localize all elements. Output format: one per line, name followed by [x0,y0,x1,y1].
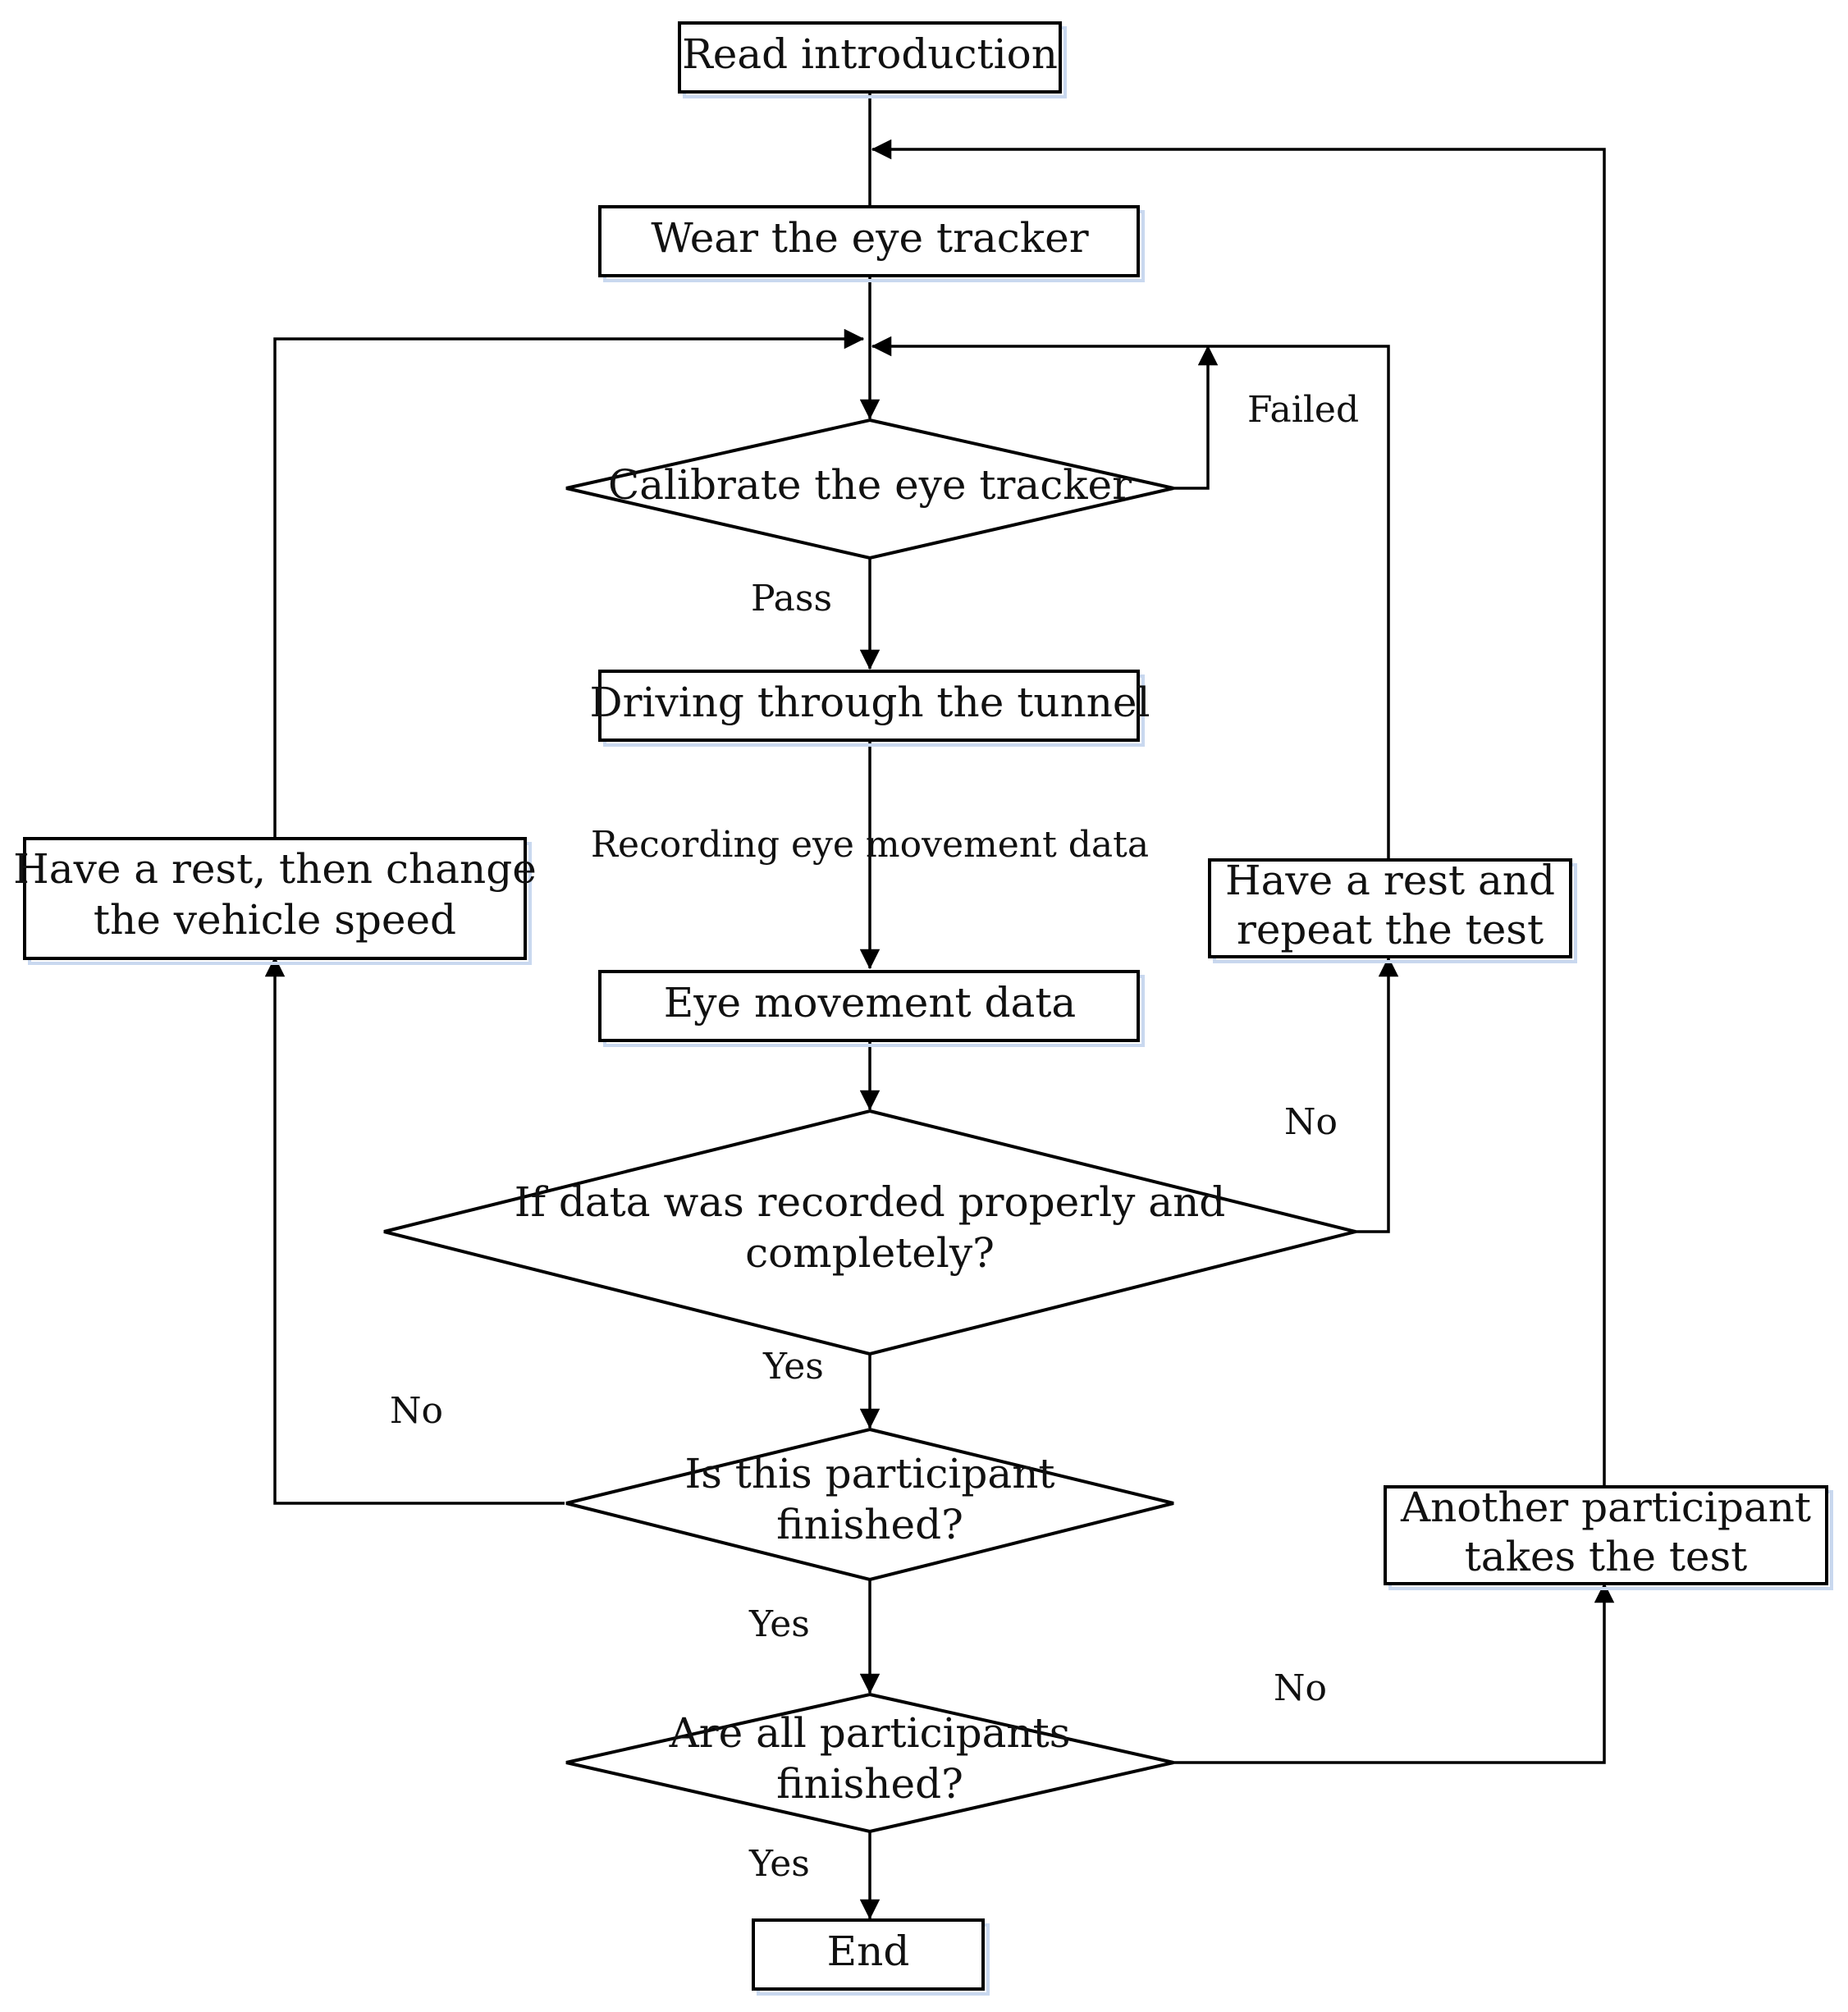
edge-labels: Failed Pass Recording eye movement data … [390,389,1359,1885]
edges [264,94,1615,1920]
edge-calibrate-failed [1173,345,1219,490]
edge-participant-no [264,956,565,1505]
label-pass: Pass [751,578,832,620]
node-eye-movement-data: Eye movement data [598,970,1145,1047]
node-driving-through-tunnel: Driving through the tunnel [590,670,1150,747]
node-calibrate-eye-tracker: Calibrate the eye tracker [565,418,1174,560]
label-failed: Failed [1247,389,1359,431]
node-read-introduction: Read introduction [678,21,1067,98]
label-recording-eye-movement-data: Recording eye movement data [591,824,1149,866]
node-eye-movement-data-label: Eye movement data [664,979,1077,1027]
node-calibrate-eye-tracker-label: Calibrate the eye tracker [608,461,1132,509]
node-wear-eye-tracker-label: Wear the eye tracker [651,214,1088,262]
edge-data-check-no [1356,956,1399,1233]
edge-all-no [1173,1582,1615,1764]
node-wear-eye-tracker: Wear the eye tracker [598,205,1145,282]
label-all-yes: Yes [748,1843,810,1885]
node-end-label: End [827,1927,910,1975]
edge-rest-repeat-return [871,336,1390,859]
node-driving-through-tunnel-label: Driving through the tunnel [590,679,1150,726]
label-participant-no: No [390,1390,443,1432]
label-data-check-no: No [1284,1101,1338,1143]
edge-rest-speed-return [273,328,865,837]
label-participant-yes: Yes [748,1603,810,1645]
label-data-check-yes: Yes [762,1346,824,1388]
node-end: End [752,1918,990,1996]
label-all-no: No [1274,1667,1327,1709]
node-read-introduction-label: Read introduction [682,30,1058,78]
edge-another-return [871,139,1606,1485]
